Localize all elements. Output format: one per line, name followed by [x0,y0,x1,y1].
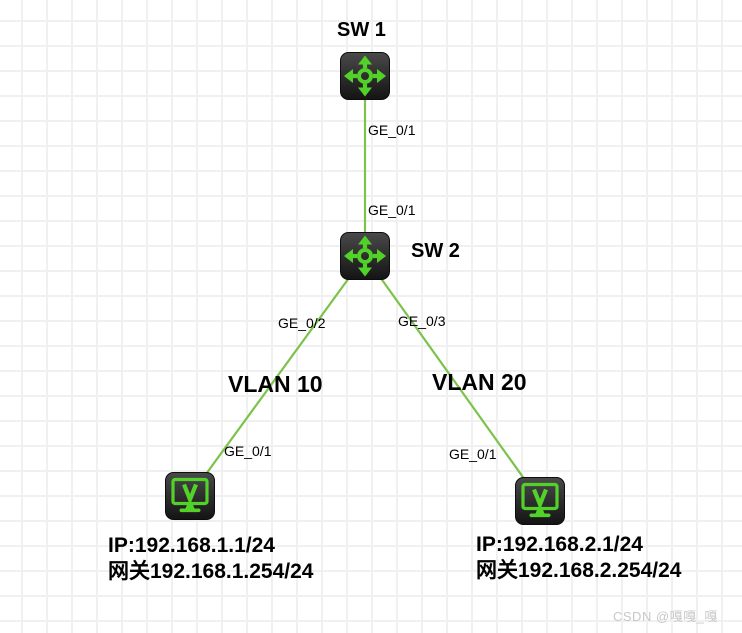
device-pc2[interactable] [515,477,565,525]
switch-icon [340,232,390,280]
pc-icon [165,472,215,520]
port-label-pc1-ge01: GE_0/1 [224,443,272,459]
pc-icon [515,477,565,525]
port-label-sw2-ge03: GE_0/3 [398,313,446,329]
pc2-ip: IP:192.168.2.1/24 [476,533,643,556]
device-label-sw2: SW 2 [411,240,460,262]
pc1-ip: IP:192.168.1.1/24 [108,534,275,557]
device-switch-sw1[interactable] [340,52,390,100]
port-label-sw2-ge01: GE_0/1 [368,202,416,218]
link-sw2-pc2[interactable] [364,255,541,502]
pc2-gateway: 网关192.168.2.254/24 [476,559,682,582]
device-label-sw1: SW 1 [337,19,386,41]
port-label-sw2-ge02: GE_0/2 [278,315,326,331]
device-pc1[interactable] [165,472,215,520]
device-switch-sw2[interactable] [340,232,390,280]
switch-icon [340,52,390,100]
vlan20-label: VLAN 20 [432,369,527,395]
pc1-ip-annotation: IP:192.168.1.1/24 网关192.168.1.254/24 [108,533,314,585]
csdn-watermark: CSDN @嘎嘎_嘎 [613,609,718,624]
link-sw2-pc1[interactable] [189,255,366,497]
port-label-pc2-ge01: GE_0/1 [449,446,497,462]
port-label-sw1-ge01: GE_0/1 [368,122,416,138]
pc1-gateway: 网关192.168.1.254/24 [108,560,314,583]
pc2-ip-annotation: IP:192.168.2.1/24 网关192.168.2.254/24 [476,532,682,584]
vlan10-label: VLAN 10 [228,371,323,397]
